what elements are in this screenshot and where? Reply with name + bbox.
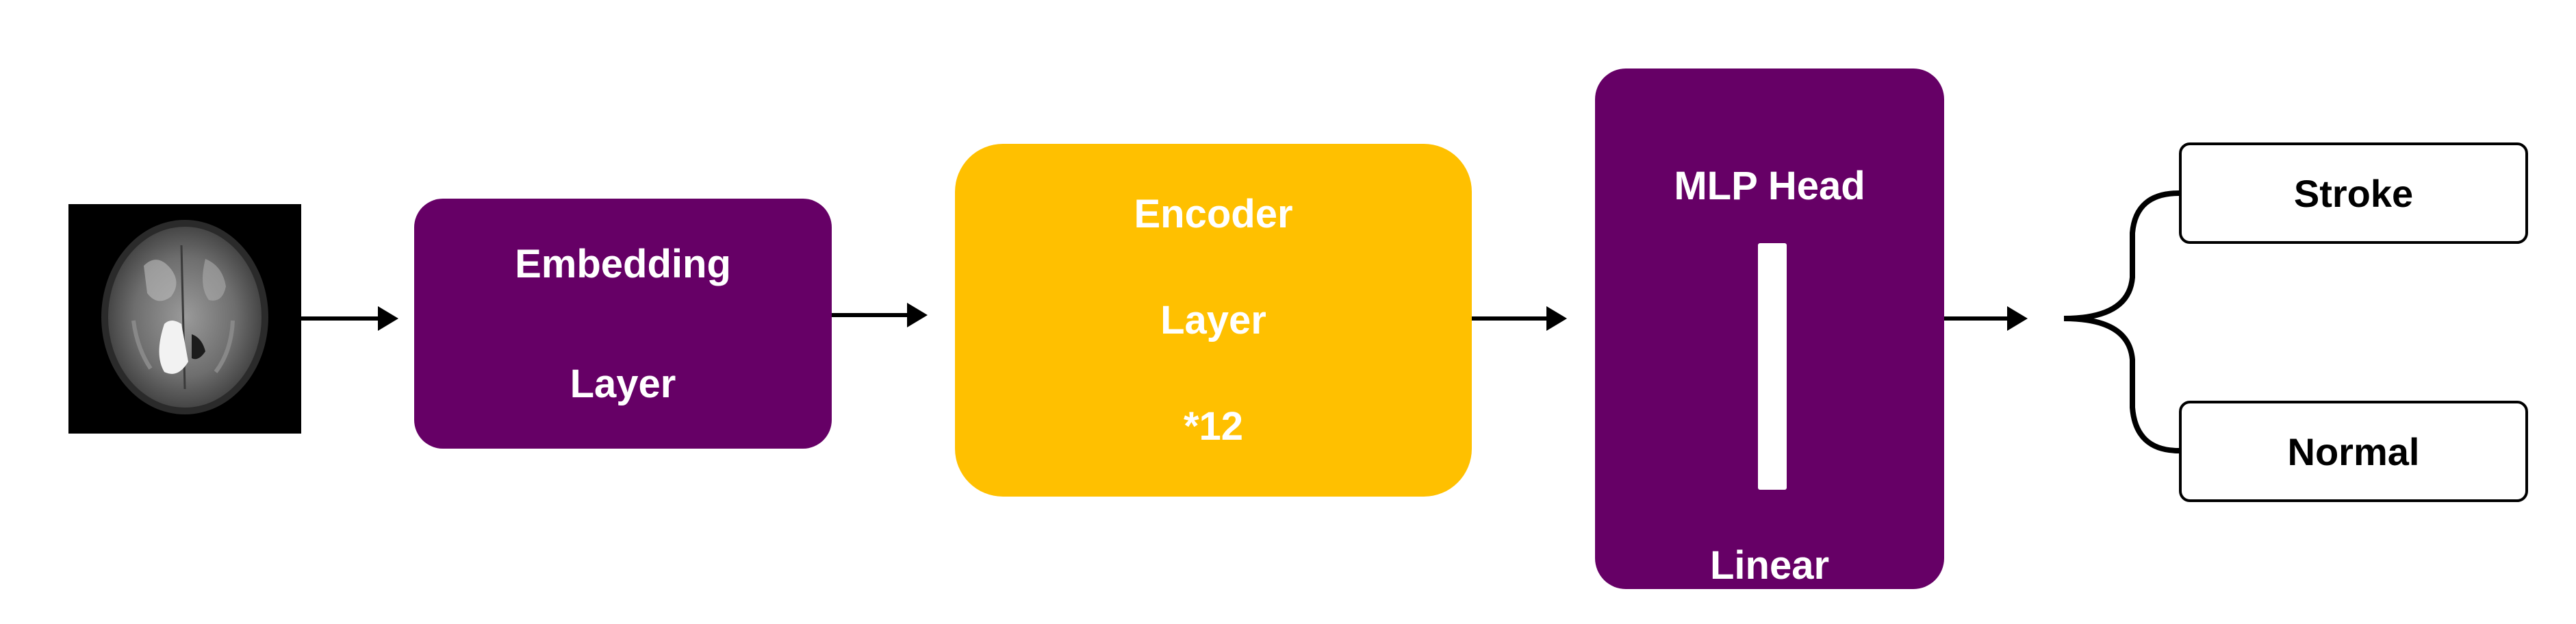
embedding-layer-label-line1: Embedding xyxy=(515,241,731,286)
mlp-head-title: MLP Head xyxy=(1674,164,1865,208)
brace-icon xyxy=(2063,190,2182,453)
arrow-right-icon xyxy=(1472,306,1567,331)
output-normal-label: Normal xyxy=(2287,429,2420,473)
brain-mri-image xyxy=(68,204,301,434)
output-stroke-label: Stroke xyxy=(2293,171,2414,215)
encoder-layer-repeat-label: *12 xyxy=(1183,404,1244,449)
encoder-layer-label-line1: Encoder xyxy=(1134,192,1293,236)
embedding-layer-box: Embedding Layer xyxy=(414,199,832,449)
arrow-right-icon xyxy=(1944,306,2028,331)
output-stroke-box: Stroke xyxy=(2179,142,2528,244)
output-normal-box: Normal xyxy=(2179,401,2528,502)
arrow-right-icon xyxy=(301,306,398,331)
encoder-layer-label-line2: Layer xyxy=(1160,298,1266,342)
mlp-head-subtitle: Linear xyxy=(1709,543,1830,588)
linear-layer-bar xyxy=(1758,243,1787,490)
brain-mri-scan-icon xyxy=(101,220,268,414)
arrow-right-icon xyxy=(832,303,928,327)
encoder-layer-box: Encoder Layer *12 xyxy=(955,144,1472,497)
mlp-head-box: MLP Head Linear xyxy=(1595,68,1944,589)
embedding-layer-label-line2: Layer xyxy=(570,361,676,406)
